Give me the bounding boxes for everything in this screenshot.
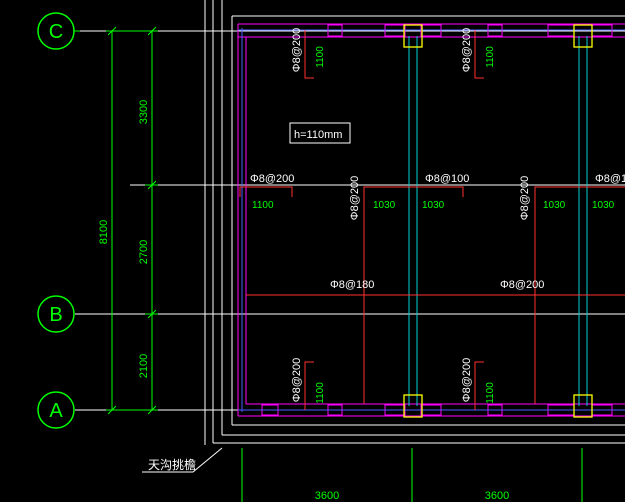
dimension-lines	[106, 26, 158, 415]
length-mid-3: 1030	[422, 200, 445, 211]
rebar-span-left: Φ8@180	[330, 279, 374, 291]
axis-label-a: A	[49, 400, 63, 422]
rebar-mid-left: Φ8@200	[250, 173, 294, 185]
beam-outlines	[237, 23, 625, 417]
columns	[403, 24, 593, 418]
dim-2100: 2100	[138, 354, 150, 378]
rebar-bottom-right: Φ8@200	[461, 358, 473, 402]
slab-thickness-label: h=110mm	[294, 129, 342, 141]
length-mid-5: 1030	[592, 200, 615, 211]
column-top-1	[403, 24, 423, 48]
blue-lines	[238, 28, 625, 412]
length-mid-4: 1030	[543, 200, 566, 211]
axis-bubble-c: C	[37, 12, 80, 50]
rebar-mid-vertical-1: Φ8@200	[349, 176, 361, 220]
axis-label-c: C	[49, 21, 63, 43]
length-bottom-2: 1100	[485, 382, 496, 404]
length-mid-2: 1030	[373, 200, 396, 211]
dim-3300: 3300	[138, 100, 150, 124]
rebar-span-right: Φ8@200	[500, 279, 544, 291]
rebar-lines	[239, 30, 625, 410]
outer-frame	[204, 0, 625, 445]
rebar-mid-vertical-2: Φ8@200	[519, 176, 531, 220]
column-top-2	[573, 24, 593, 48]
bottom-dimension-lines	[241, 448, 583, 502]
gutter-label: 天沟挑檐	[148, 458, 196, 472]
slab-thickness-box	[289, 122, 351, 144]
length-bottom-1: 1100	[315, 382, 326, 404]
length-top-2: 1100	[485, 46, 496, 68]
dim-bottom-2: 3600	[485, 490, 509, 502]
axis-bubble-b: B	[37, 295, 75, 333]
column-bottom-1	[403, 394, 423, 418]
length-top-1: 1100	[315, 46, 326, 68]
dim-bottom-1: 3600	[315, 490, 339, 502]
gutter-leader	[142, 447, 223, 473]
rebar-top-left: Φ8@200	[291, 28, 303, 72]
rebar-mid-right: Φ8@1	[595, 173, 625, 185]
rebar-mid-center: Φ8@100	[425, 173, 469, 185]
rebar-bottom-left: Φ8@200	[291, 358, 303, 402]
length-mid-1: 1100	[252, 200, 274, 211]
axis-label-b: B	[49, 304, 62, 326]
dim-2700: 2700	[138, 240, 150, 264]
axis-bubble-a: A	[37, 391, 75, 429]
dim-total: 8100	[98, 220, 110, 244]
column-bottom-2	[573, 394, 593, 418]
cyan-lines	[408, 36, 588, 406]
rebar-top-right: Φ8@200	[461, 28, 473, 72]
